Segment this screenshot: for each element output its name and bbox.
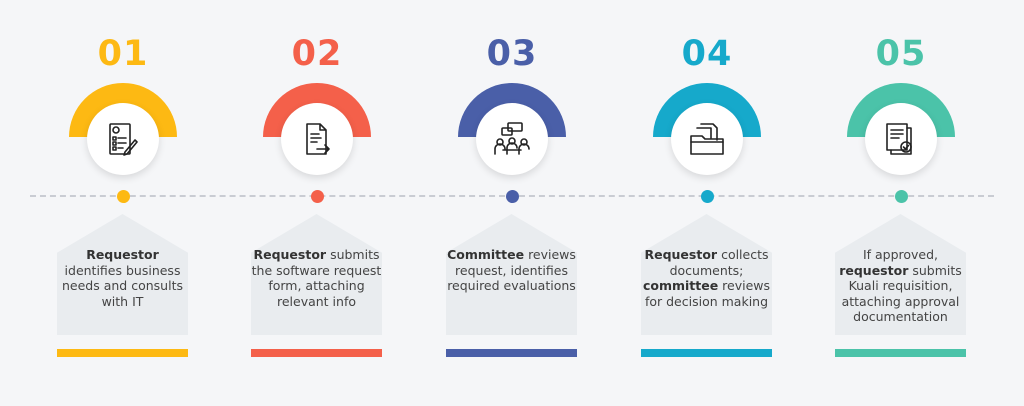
desc-segment: collects documents; [669,247,769,278]
desc-bold-segment: requestor [839,262,909,278]
step-color-bar [641,349,772,357]
process-step-4: 04 Requestor collects documents; committ… [637,0,777,406]
desc-bold-segment: Requestor [86,247,159,262]
checklist-gear-pencil-icon [109,123,138,156]
icon-circle [281,103,353,175]
desc-segment: If approved, [862,247,939,262]
document-arrow-icon [306,123,330,155]
icon-circle [671,103,743,175]
icon-circle [87,103,159,175]
step-description: If approved, requestor submits Kuali req… [835,247,966,325]
desc-segment: reviews request, identifies required eva… [447,247,576,293]
step-description: Requestor collects documents; committee … [641,247,772,309]
step-description: Requestor submits the software request f… [251,247,382,309]
desc-segment: submits the software request form, attac… [251,247,382,309]
folder-documents-icon [690,123,724,155]
desc-segment: submits Kuali requisition, attaching app… [841,262,962,325]
approved-documents-icon [886,123,912,155]
process-step-5: 05 If approved, requestor submits Kuali … [831,0,971,406]
step-number: 01 [97,34,149,74]
icon-circle [476,103,548,175]
timeline-dot [506,190,519,203]
step-color-bar [446,349,577,357]
step-description: Requestor identifies business needs and … [57,247,188,309]
desc-bold-segment: Requestor [253,247,327,262]
step-number: 02 [291,34,343,74]
desc-segment: reviews for decision making [644,278,771,309]
step-description: Committee reviews request, identifies re… [446,247,577,294]
step-number: 05 [875,34,927,74]
icon-circle [865,103,937,175]
step-color-bar [57,349,188,357]
desc-bold-segment: Committee [447,247,525,262]
meeting-chat-icon [494,122,530,155]
desc-bold-segment: committee [642,278,719,293]
timeline-dot [311,190,324,203]
process-step-1: 01 Requestor identifies business needs a… [53,0,193,406]
process-step-3: 03 Committee reviews request, identifies… [442,0,582,406]
step-number: 03 [486,34,538,74]
timeline-dot [701,190,714,203]
timeline-dot [117,190,130,203]
step-color-bar [835,349,966,357]
desc-segment: identifies business needs and consults w… [62,262,183,309]
step-number: 04 [681,34,733,74]
step-color-bar [251,349,382,357]
process-step-2: 02 Requestor submits the software reques… [247,0,387,406]
desc-bold-segment: Requestor [644,247,718,262]
timeline-dot [895,190,908,203]
